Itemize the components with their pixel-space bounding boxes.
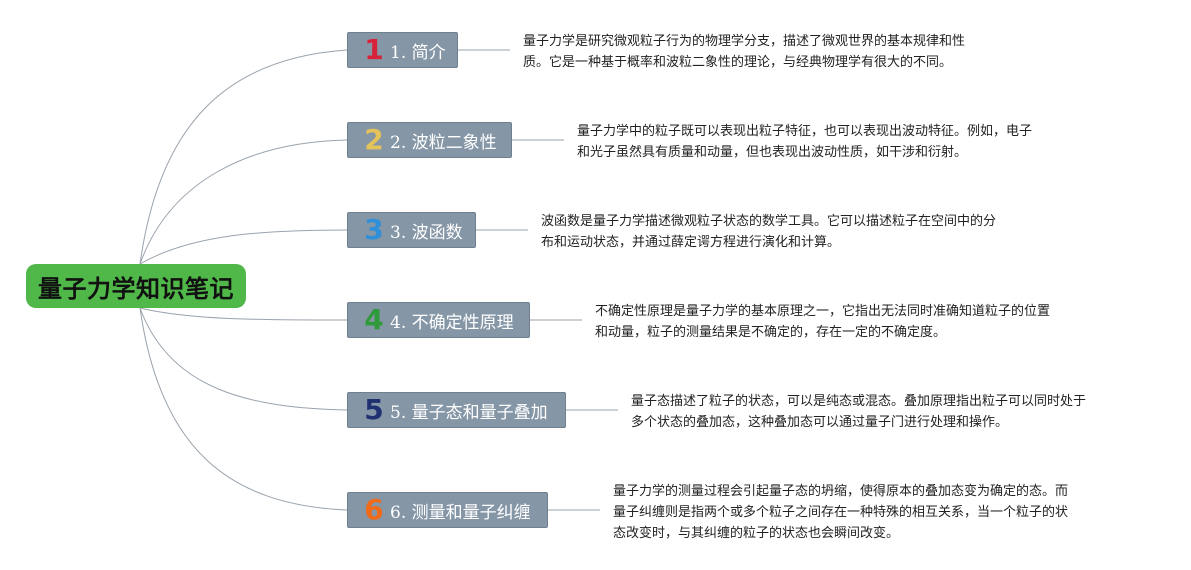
topic-note-5: 量子态描述了粒子的状态，可以是纯态或混态。叠加原理指出粒子可以同时处于 多个状态… [631,394,1087,430]
number-badge-icon: 3 [364,213,384,246]
connector-root-topic-4 [139,307,348,321]
topic-label: 5. 量子态和量子叠加 [390,402,548,423]
number-badge-icon: 4 [364,303,384,336]
topic-note-2: 量子力学中的粒子既可以表现出粒子特征，也可以表现出波动特征。例如，电子 和光子虽… [577,124,1033,160]
number-badge-icon: 6 [364,493,384,526]
topic-node-6[interactable]: 6 6. 测量和量子纠缠 [347,492,548,528]
topic-node-5[interactable]: 5 5. 量子态和量子叠加 [347,392,566,428]
topic-node-4[interactable]: 4 4. 不确定性原理 [347,302,530,338]
topic-node-1[interactable]: 1 1. 简介 [347,32,458,68]
connector-root-topic-3 [139,229,348,265]
number-badge-icon: 5 [364,393,384,426]
topic-note-1: 量子力学是研究微观粒子行为的物理学分支，描述了微观世界的基本规律和性 质。它是一… [523,34,966,70]
topic-note-4: 不确定性原理是量子力学的基本原理之一，它指出无法同时准确知道粒子的位置 和动量，… [595,304,1051,340]
topic-label: 4. 不确定性原理 [390,312,514,333]
topic-label: 2. 波粒二象性 [390,132,497,153]
number-badge-icon: 2 [364,123,384,156]
topic-note-6: 量子力学的测量过程会引起量子态的坍缩，使得原本的叠加态变为确定的态。而 量子纠缠… [613,484,1069,541]
connector-root-topic-5 [139,307,348,411]
connector-root-topic-6 [139,307,348,511]
connector-root-topic-2 [139,139,348,265]
topic-label: 6. 测量和量子纠缠 [390,502,531,523]
topic-label: 1. 简介 [390,42,446,63]
topic-note-3: 波函数是量子力学描述微观粒子状态的数学工具。它可以描述粒子在空间中的分 布和运动… [541,214,997,250]
topic-node-3[interactable]: 3 3. 波函数 [347,212,476,248]
root-label: 量子力学知识笔记 [38,274,234,303]
connector-root-topic-1 [139,49,348,265]
root-node[interactable]: 量子力学知识笔记 [26,264,246,308]
number-badge-icon: 1 [364,33,384,66]
topic-label: 3. 波函数 [390,222,463,243]
topic-node-2[interactable]: 2 2. 波粒二象性 [347,122,512,158]
